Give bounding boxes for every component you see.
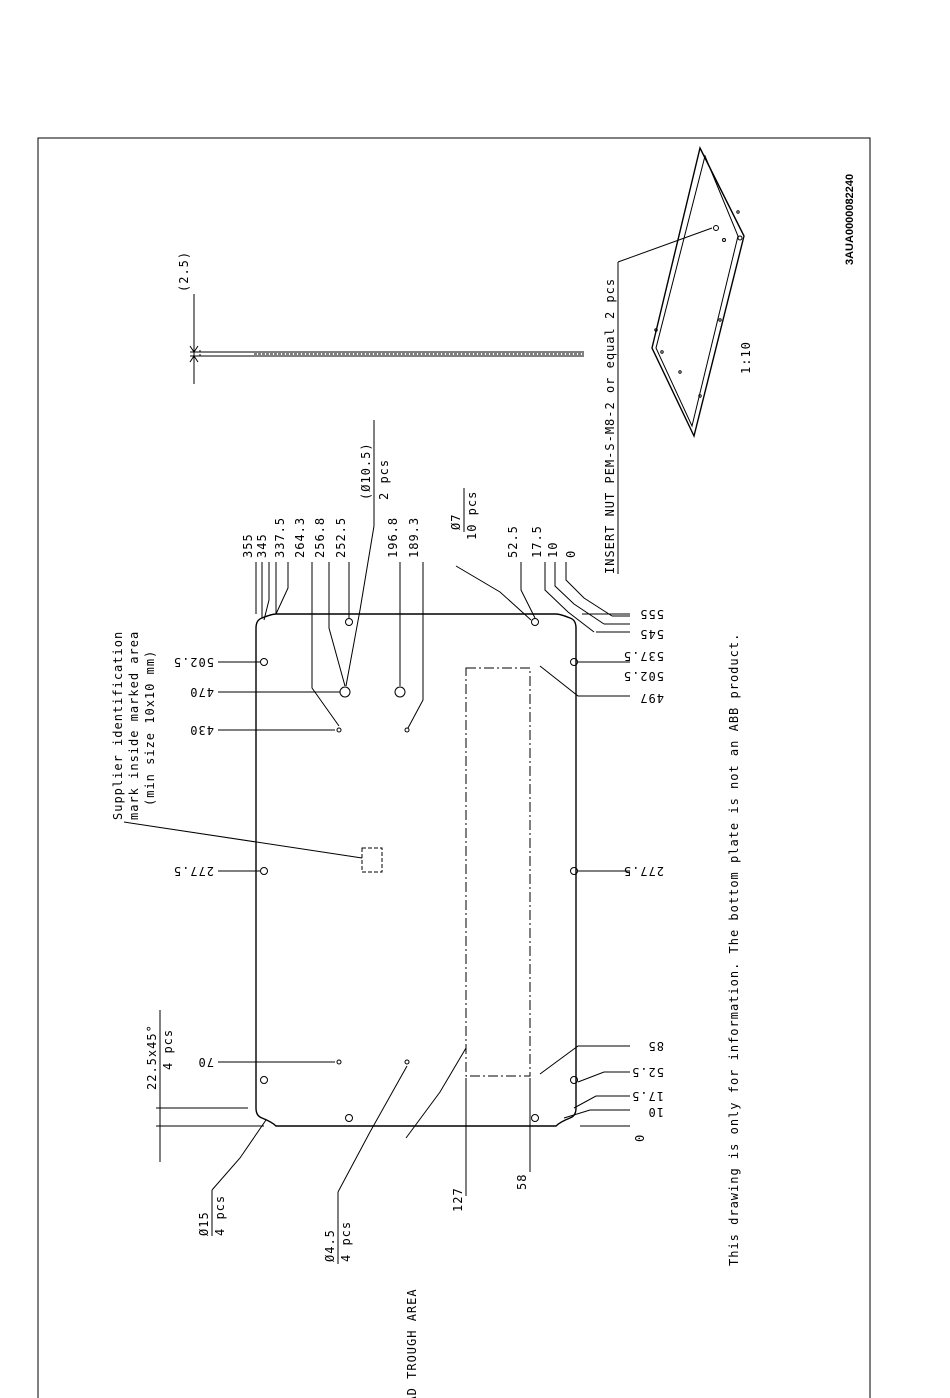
- hole-4-5-label: Ø4.5: [323, 1229, 337, 1262]
- top-dimensions: 355 345 337.5 264.3 256.8 252.5 196.8 18…: [241, 517, 578, 558]
- side-view: [189, 294, 584, 384]
- dim-top-10: 10: [546, 542, 560, 558]
- hole-15: [570, 1076, 578, 1084]
- insert-nut-label: INSERT NUT PEM-S-M8-2 or equal 2 pcs: [603, 278, 617, 574]
- dim-top-355: 355: [241, 533, 255, 558]
- dim-top-0: 0: [564, 550, 578, 558]
- dim-right-555: 555: [639, 607, 664, 621]
- dim-right-10: 10: [648, 1105, 664, 1119]
- dim-bottom-58: 58: [515, 1174, 529, 1190]
- hole-7-count: 10 pcs: [465, 491, 479, 540]
- hole-7: [345, 1114, 353, 1122]
- dim-left-430: 430: [189, 723, 214, 737]
- hole-4-5: [336, 727, 342, 733]
- lead-trough-area: [465, 667, 531, 1077]
- document-id: 3AUA0000082240: [844, 174, 856, 265]
- hole-10-5-leader: [345, 525, 375, 687]
- drawing-frame: [37, 137, 871, 1398]
- hole-7-leader: [455, 565, 532, 621]
- left-dimension-leaders: [218, 661, 340, 1063]
- hole-7: [531, 1114, 539, 1122]
- dim-top-52-5: 52.5: [506, 525, 520, 558]
- hole-4-5-count: 4 pcs: [339, 1221, 353, 1262]
- top-dimension-leaders: [255, 562, 613, 729]
- right-dimension-leaders: [539, 613, 630, 1127]
- dim-right-537-5: 537.5: [623, 649, 664, 663]
- dim-left-70: 70: [198, 1055, 214, 1069]
- hole-15-label: Ø15: [197, 1211, 211, 1236]
- dim-left-502-5: 502.5: [173, 655, 214, 669]
- hole-15: [570, 658, 578, 666]
- dim-top-256-8: 256.8: [313, 517, 327, 558]
- thickness-label: (2.5): [177, 251, 191, 292]
- dim-top-345: 345: [255, 533, 269, 558]
- lead-trough-label: LEAD TROUGH AREA: [405, 1288, 419, 1398]
- supplier-note-line3: (min size 10x10 mm): [143, 650, 157, 806]
- dim-top-196-8: 196.8: [386, 517, 400, 558]
- lead-trough-leader: [405, 1047, 467, 1139]
- hole-4-5-leader: [337, 1065, 408, 1193]
- insert-nut-leader: [617, 227, 713, 263]
- dim-top-252-5: 252.5: [334, 517, 348, 558]
- isometric-view: [651, 145, 745, 439]
- hole-15-leader: [211, 1119, 267, 1191]
- dim-right-502-5: 502.5: [623, 669, 664, 683]
- supplier-note-line1: Supplier identification: [111, 631, 125, 820]
- hole-7: [345, 618, 353, 626]
- dim-left-470: 470: [189, 685, 214, 699]
- chamfer-count: 4 pcs: [161, 1029, 175, 1070]
- dim-right-497: 497: [639, 691, 664, 705]
- dim-top-17-5: 17.5: [530, 525, 544, 558]
- hole-7: [531, 618, 539, 626]
- right-dimensions: 555 545 537.5 502.5 497 277.5 85 52.5 17…: [623, 607, 664, 1119]
- hole-7: [570, 867, 578, 875]
- dim-right-85: 85: [648, 1039, 664, 1053]
- hole-7-label: Ø7: [449, 514, 463, 530]
- hole-4-5: [404, 727, 410, 733]
- hole-4-5: [404, 1059, 410, 1065]
- holes: [260, 618, 578, 1122]
- chamfer-label: 22.5x45°: [145, 1024, 159, 1090]
- dim-top-337-5: 337.5: [273, 517, 287, 558]
- hole-10-5-count: 2 pcs: [377, 459, 391, 500]
- hole-15: [260, 658, 268, 666]
- dim-right-277-5: 277.5: [623, 864, 664, 878]
- dim-right-545: 545: [639, 627, 664, 641]
- hole-10-5: [339, 686, 351, 698]
- scale-label: 1:10: [739, 341, 753, 374]
- dim-top-189-3: 189.3: [407, 517, 421, 558]
- hole-4-5: [336, 1059, 342, 1065]
- supplier-note-leader: [123, 821, 363, 859]
- hole-10-5-label: (Ø10.5): [359, 442, 373, 500]
- dim-right-0: 0: [633, 1134, 647, 1142]
- information-note: This drawing is only for information. Th…: [727, 633, 741, 1266]
- supplier-mark-area: [361, 847, 383, 873]
- hole-15: [260, 1076, 268, 1084]
- left-dimensions: 502.5 470 430 277.5 70: [173, 655, 214, 1069]
- dim-right-52-5: 52.5: [631, 1065, 664, 1079]
- dim-top-264-3: 264.3: [293, 517, 307, 558]
- hole-15-count: 4 pcs: [213, 1195, 227, 1236]
- supplier-note-line2: mark inside marked area: [127, 631, 141, 820]
- plate-outline: [255, 613, 577, 1127]
- dim-right-17-5: 17.5: [631, 1089, 664, 1103]
- hole-7: [260, 867, 268, 875]
- hole-10-5: [394, 686, 406, 698]
- dim-left-277-5: 277.5: [173, 864, 214, 878]
- dim-bottom-127: 127: [451, 1187, 465, 1212]
